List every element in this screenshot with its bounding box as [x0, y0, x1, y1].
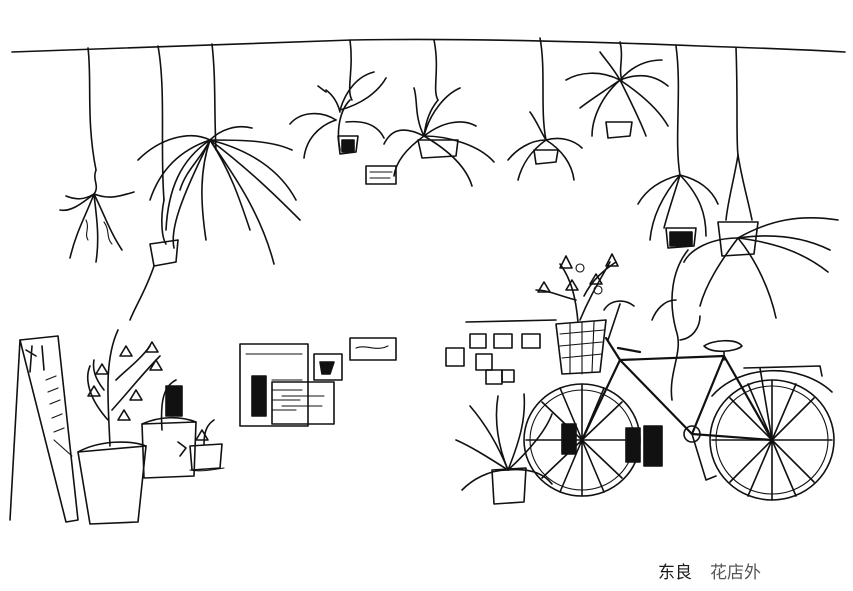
wall-poster-small	[313, 353, 343, 381]
hanging-plant-6	[565, 51, 669, 139]
sandwich-board-sign	[9, 335, 79, 523]
hanging-plant-3	[289, 71, 387, 159]
hanging-plant-2	[137, 125, 301, 265]
small-hanging-sign	[365, 165, 397, 185]
box-planter-left	[141, 379, 197, 479]
wall-poster-mid	[271, 381, 335, 425]
basket-branches	[535, 253, 619, 323]
hanging-cup	[129, 199, 179, 321]
hanging-plant-5	[507, 111, 583, 181]
potted-spiky-plant	[455, 393, 553, 505]
bicycle	[523, 300, 835, 501]
caption-subtitle: 花店外	[710, 563, 761, 583]
wall-photo-strip	[445, 319, 557, 385]
caption-place: 东良	[658, 563, 692, 583]
wall-poster-top	[349, 337, 397, 361]
caption: 东良花店外	[658, 558, 761, 583]
hanging-plant-7	[637, 174, 719, 249]
hanging-plant-1	[59, 169, 135, 263]
hanging-plant-4	[383, 87, 495, 187]
hanging-wire	[11, 38, 846, 53]
climbing-vine	[651, 249, 701, 401]
wall-poster-left	[239, 343, 309, 427]
potted-branch-plant-left	[77, 329, 163, 525]
floor-shadow	[189, 467, 225, 472]
hanging-plant-8	[683, 154, 839, 319]
hanging-strings	[87, 37, 739, 201]
box-planter-small	[189, 419, 223, 471]
